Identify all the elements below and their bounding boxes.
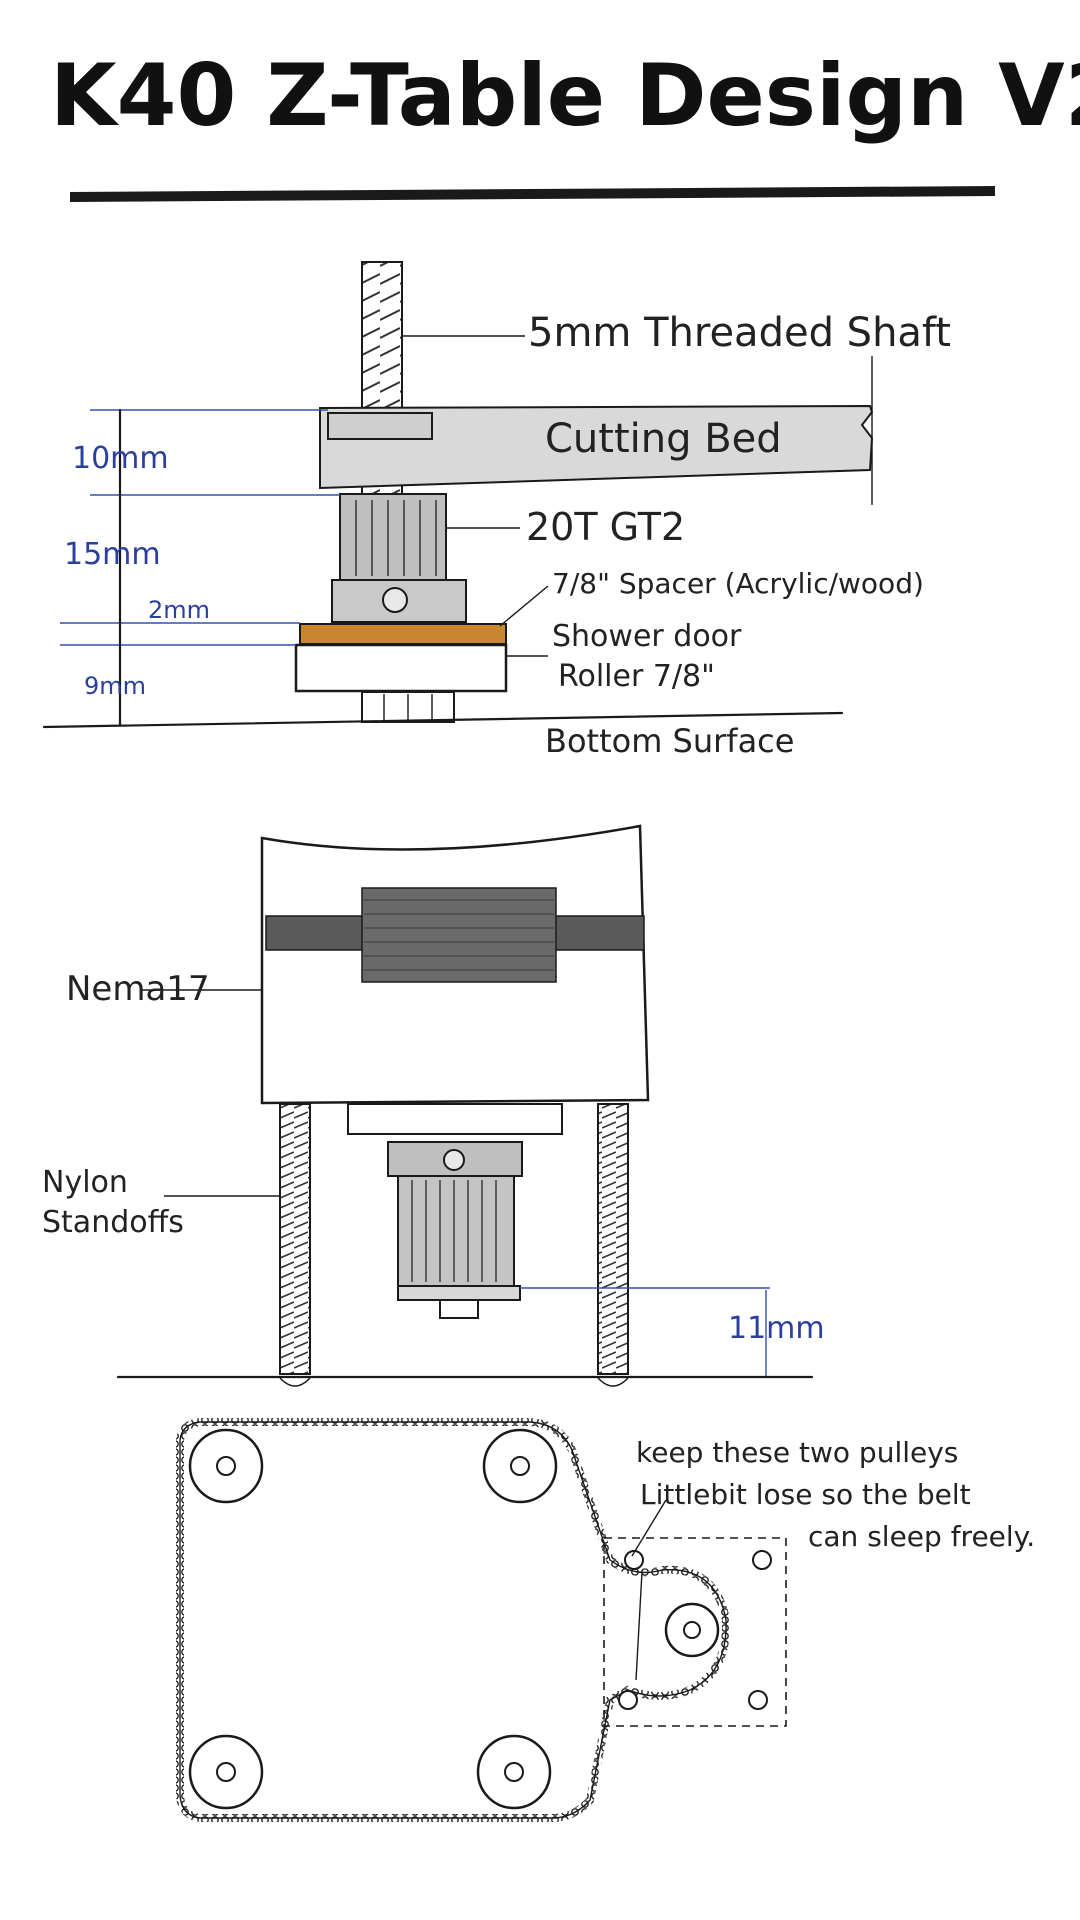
cutting-bed <box>319 404 874 490</box>
lower-pulley-flange <box>397 1285 521 1301</box>
shaft-label: 5mm Threaded Shaft <box>528 310 951 356</box>
dimension-11mm: 11mm <box>728 1311 825 1346</box>
shower-door-roller <box>294 643 508 693</box>
title-underline <box>70 186 995 202</box>
spacer <box>299 623 507 645</box>
roller-label-line2: Roller 7/8" <box>558 659 715 694</box>
pulley-axle-icon <box>504 1762 524 1782</box>
note-line2: Littlebit lose so the belt <box>640 1478 971 1511</box>
bed-label: Cutting Bed <box>545 416 782 462</box>
belt-view: keep these two pulleys Littlebit lose so… <box>176 1418 1035 1822</box>
lower-shaft-end <box>439 1299 479 1319</box>
motor-label: Nema17 <box>66 969 210 1009</box>
pulley-axle-icon <box>510 1456 530 1476</box>
pulley-axle-icon <box>216 1762 236 1782</box>
standoff-foot-left <box>279 1377 311 1387</box>
note-line1: keep these two pulleys <box>636 1436 958 1469</box>
standoffs-label-line1: Nylon <box>42 1165 128 1200</box>
mount-hole-icon <box>618 1690 638 1710</box>
page-title: K40 Z-Table Design V2 <box>50 46 1080 146</box>
motor-pulley-top <box>361 887 557 983</box>
dimension-guides <box>60 408 340 727</box>
bottom-surface-label: Bottom Surface <box>545 722 794 760</box>
spacer-label: 7/8" Spacer (Acrylic/wood) <box>552 567 924 600</box>
note-leader-line <box>631 1499 667 1557</box>
motor-view: Nema17 Nylon Standoffs 11mm <box>42 824 825 1387</box>
lower-gt2-pulley <box>397 1175 515 1287</box>
pulley-teeth <box>355 500 437 576</box>
belt-outline <box>179 1421 727 1819</box>
gt2-pulley <box>339 493 447 581</box>
mount-hole-icon <box>624 1550 644 1570</box>
dimension-10mm: 10mm <box>72 441 169 476</box>
standoff-foot-right <box>597 1377 629 1387</box>
lower-set-screw-icon <box>443 1149 465 1171</box>
roller-label-line1: Shower door <box>552 619 742 654</box>
motor-pulley-top-teeth <box>364 899 554 971</box>
dimension-9mm: 9mm <box>84 672 146 700</box>
mount-hole-icon <box>752 1550 772 1570</box>
nylon-standoff-right <box>597 1103 629 1375</box>
shaft-nut <box>327 412 433 440</box>
standoffs-label-line2: Standoffs <box>42 1205 184 1240</box>
note-line3: can sleep freely. <box>808 1520 1035 1553</box>
motor-footprint <box>603 1537 787 1727</box>
bottom-surface-line <box>42 711 844 729</box>
pulley-label: 20T GT2 <box>526 505 685 549</box>
lower-pulley-teeth <box>411 1180 497 1282</box>
side-view: 5mm Threaded Shaft Cutting Bed 20T GT2 7… <box>42 261 951 760</box>
note-leader-line-2 <box>635 1571 643 1681</box>
mount-hole-icon <box>748 1690 768 1710</box>
nylon-standoff-left <box>279 1103 311 1375</box>
pulley-axle-icon <box>216 1456 236 1476</box>
mounting-plate <box>347 1103 563 1135</box>
set-screw-icon <box>382 587 408 613</box>
dimension-15mm: 15mm <box>64 537 161 572</box>
motor-shaft-icon <box>683 1621 701 1639</box>
spacer-leader-line <box>499 585 549 627</box>
dimension-2mm: 2mm <box>148 596 210 624</box>
